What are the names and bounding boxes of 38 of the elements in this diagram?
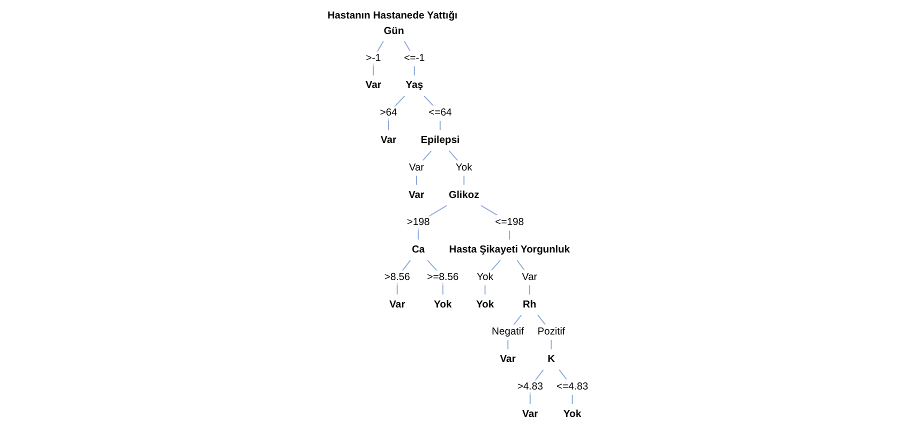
edge-label: Yok	[476, 271, 494, 283]
node-text: Glikoz	[448, 188, 480, 200]
node-text: Yok	[434, 298, 452, 310]
node-text: Rh	[522, 298, 536, 310]
edge-label: <=4.83	[556, 380, 588, 392]
connector	[404, 40, 415, 76]
edge-label: Yok	[456, 162, 472, 174]
node-text: Var	[522, 408, 538, 420]
node-text: Hastanın Hastanede Yattığı Gün	[327, 9, 458, 36]
node-text: Yaş	[406, 79, 424, 91]
edge-label: >8.56	[384, 271, 410, 283]
node-text: Var	[380, 134, 396, 146]
edge-label: >4.83	[517, 380, 544, 392]
edge-label: <=-1	[404, 52, 425, 64]
node-text: Yok	[563, 408, 582, 420]
edge-label: >-1	[366, 52, 381, 64]
connector	[388, 96, 405, 130]
edge-label: Var	[408, 162, 424, 174]
edge-label: Pozitif	[537, 326, 566, 338]
connector	[484, 260, 501, 294]
connector	[424, 96, 441, 130]
node-text: K	[548, 353, 555, 365]
node-text: Ca	[412, 244, 425, 256]
edge-label: Var	[522, 271, 538, 283]
connector	[372, 40, 384, 76]
edge-label: >198	[406, 216, 430, 228]
node-text: Yok	[476, 298, 494, 310]
node-text: Var	[389, 298, 406, 310]
node-text: Epilepsi	[420, 134, 460, 146]
edge-label: >64	[380, 106, 398, 118]
node-text: Var	[500, 353, 516, 365]
node-text: Hasta Şikayeti Yorgunluk	[449, 244, 570, 256]
edge-label: Negatif	[492, 326, 524, 338]
edge-label: >=8.56	[427, 271, 459, 283]
edge-label: <=198	[495, 216, 524, 228]
edge-label: <=64	[428, 106, 452, 118]
node-text: Var	[408, 188, 424, 200]
node-text: Var	[365, 79, 382, 91]
